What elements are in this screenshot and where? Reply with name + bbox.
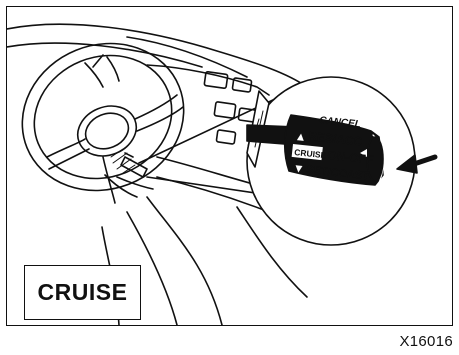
- cruise-indicator-box: CRUISE: [24, 265, 141, 320]
- figure-frame: CANCEL ▲ RES/ACC CRUISE ON-OFF ▼ SET/COA…: [6, 6, 453, 326]
- cruise-indicator-label: CRUISE: [38, 279, 128, 306]
- set-coast-down-arrow: ▼: [295, 164, 303, 175]
- res-acc-up-arrow: ▲: [297, 132, 305, 143]
- figure-id: X16016: [399, 333, 453, 350]
